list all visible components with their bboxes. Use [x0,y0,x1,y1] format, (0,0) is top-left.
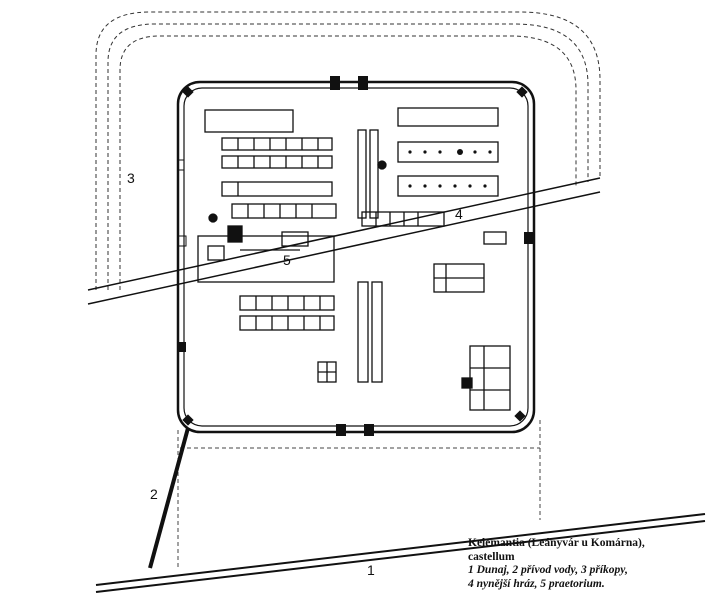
barracks-upper-right [377,107,499,197]
caption-title: Kelemantia (Leányvár u Komárna), [468,537,645,549]
lower-traces [177,420,541,570]
dots [408,149,492,188]
praetorium-label: 5 [283,252,291,268]
buildings-right [433,231,511,411]
legend-line-2: 4 nynější hráz, 5 praetorium. [468,577,605,590]
danube [95,513,706,593]
aqueduct [148,427,190,569]
fort-wall [176,80,536,434]
dyke [87,177,601,305]
legend-line-1: 1 Dunaj, 2 přívod vody, 3 příkopy, [468,564,628,576]
barracks-lower-left [239,295,337,383]
aqueduct-label: 2 [150,486,158,502]
danube-label: 1 [367,562,375,578]
ditches-label: 3 [127,170,135,186]
praetorium [197,213,335,283]
towers [177,76,534,436]
dyke-label: 4 [455,206,463,222]
figure-caption: Kelemantia (Leányvár u Komárna), castell… [468,537,704,591]
ditches [95,11,601,290]
caption-subtitle: castellum [468,550,515,563]
central-storehouses [357,129,445,383]
barracks-upper-left [204,109,337,219]
